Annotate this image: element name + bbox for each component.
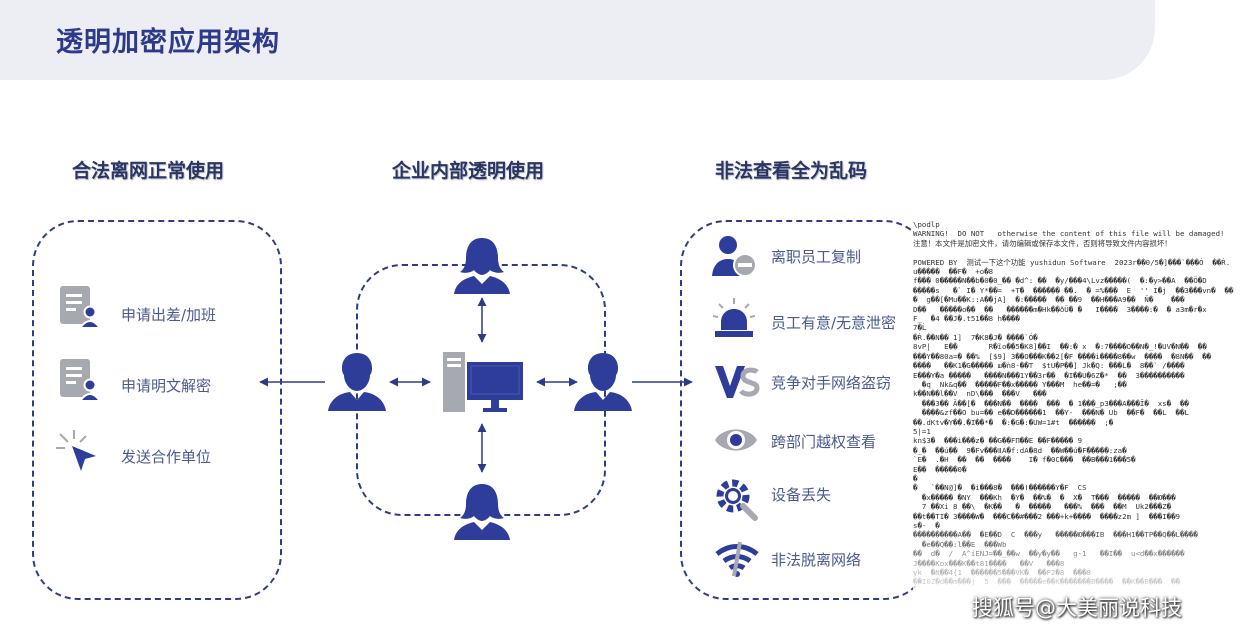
page-title: 透明加密应用架构: [56, 27, 280, 58]
header-band: [0, 0, 1155, 80]
section-title-right: 非法查看全为乱码: [715, 160, 868, 182]
right-item-label-4: 跨部门越权查看: [771, 433, 877, 451]
garbled-line: ���Y��80a=� ��% [$9] 3��O���K��2[�F ����…: [913, 351, 1212, 361]
garbled-line: � g��[�Mu��K::A��jA] �:����� �� ��9 ��H�…: [913, 295, 1185, 305]
garbled-line: F_ �4 ��J�.t51��8 h����: [913, 314, 1020, 324]
right-item-label-6: 非法脱离网络: [771, 551, 862, 569]
garbled-line: ��t��TI� 3����W� ���C��#���2 ���+k+���� …: [913, 511, 1180, 521]
garbled-line: �_� ��ú�� 9�Fv���ǁA�f:dA�8d ��W��ú�F����…: [913, 445, 1127, 455]
garbled-line: 注意！本文件是加密文件，请勿编辑或保存本文件，否则将导致文件内容损坏！: [913, 238, 1172, 248]
garbled-line: k��N��l��V nD\��� ���V ���: [913, 389, 1047, 399]
garbled-line: `E� .�H �� �� ���� I� f�0C��� ��B���1���…: [913, 455, 1136, 465]
left-panel: [32, 220, 282, 600]
section-title-left: 合法离网正常使用: [72, 160, 225, 182]
garbled-line: ����&zf��O bu=�� e��D������1 ��Y- ���N� …: [913, 408, 1189, 418]
garbled-line: �q Nk&q�� �����F��x����� Y���M he��=� ;�…: [913, 379, 1127, 389]
garbled-line: u����� ��F� +o�8: [913, 267, 994, 277]
garbled-line: f��� 0�����N��b�0�0_�� �d^: �� �y/���4\L…: [913, 276, 1207, 286]
garbled-line: �����s �` I� Y*��= +T� ������ ��. � =%��…: [913, 285, 1234, 295]
desktop-computer-icon: [443, 352, 523, 412]
right-item-label-5: 设备丢失: [771, 486, 832, 504]
garbled-line: kn$3� ���i���z� ��G��FП��E ��F����� 9: [913, 436, 1083, 446]
alarm-light-icon: [712, 298, 756, 337]
garbled-line: ���3�� Ǎ��[� ���N�� ���� ��� � 1���_p3��…: [913, 398, 1189, 408]
user-document-icon: [60, 359, 102, 402]
garbled-line: �: [913, 473, 918, 483]
garbled-line: �x����� �NY ���Kh �Y� ��%� � X� T��� ���…: [913, 492, 1176, 502]
garbled-line: ���� ��K1�G����� ш�ǹ8-��T $tU�P��] Jk�Q:…: [913, 361, 1185, 371]
female-user-icon: [454, 484, 510, 540]
garbled-line: 7 ��Xi 8 ��\ �K�� � ����� ���% ��� ��M U…: [913, 502, 1172, 512]
eye-icon: [715, 429, 757, 451]
left-item-label-1: 申请出差/加班: [121, 306, 217, 324]
garbled-line: \podlp: [913, 220, 940, 229]
garbled-line: ��.dKtv�Y��.�I��*� �:�G�:�UW=1#t ������ …: [913, 417, 1114, 427]
watermark: 搜狐号@大美丽说科技: [972, 596, 1182, 620]
garbled-line: 7�Ĺ: [913, 323, 927, 333]
vs-icon: [715, 366, 760, 398]
male-user-icon: [328, 353, 386, 411]
garbled-line: 5|=1: [913, 426, 931, 436]
female-user-icon: [454, 238, 510, 294]
garbled-line: �Ŕ.��N�� 1] 7�K8�J� ����`Ó�: [913, 332, 1038, 342]
garbled-line: WARNING! DO NOT otherwise the content of…: [913, 229, 1225, 239]
wifi-off-icon: [715, 541, 759, 577]
left-item-label-2: 申请明文解密: [121, 377, 212, 395]
garbled-line: POWERED BY 测试一下这个功能 yushidun Software 20…: [913, 257, 1231, 267]
garbled-line: � `��N@]� �i���8� ���ǀ������Y�F CS: [913, 483, 1087, 493]
right-item-label-2: 员工有意/无意泄密: [771, 314, 897, 332]
section-title-middle: 企业内部透明使用: [392, 160, 545, 182]
garbled-line: D�� �����o�� �� ������m�Hk��ðÜ� � I���� …: [913, 304, 1207, 314]
garbled-fade: [913, 520, 1242, 632]
user-document-icon: [60, 286, 102, 329]
user-minus-icon: [712, 236, 757, 277]
left-item-label-3: 发送合作单位: [121, 448, 212, 466]
garbled-line: [913, 248, 1242, 257]
right-item-label-1: 离职员工复制: [771, 248, 862, 266]
garbled-line: 8vP| E�ؚ� R�ȉo��5�K8]��I ��:� x �:7����O…: [913, 342, 1207, 352]
send-cursor-icon: [56, 430, 96, 471]
male-user-icon: [574, 353, 632, 411]
gear-search-icon: [716, 479, 758, 521]
right-item-label-3: 竞争对手网络盗窃: [771, 374, 892, 392]
garbled-line: E�� �����0�: [913, 464, 967, 474]
garbled-line: E���Y�a ����� ����N���1Y��3r�� �I��U�6Z�…: [913, 370, 1185, 380]
